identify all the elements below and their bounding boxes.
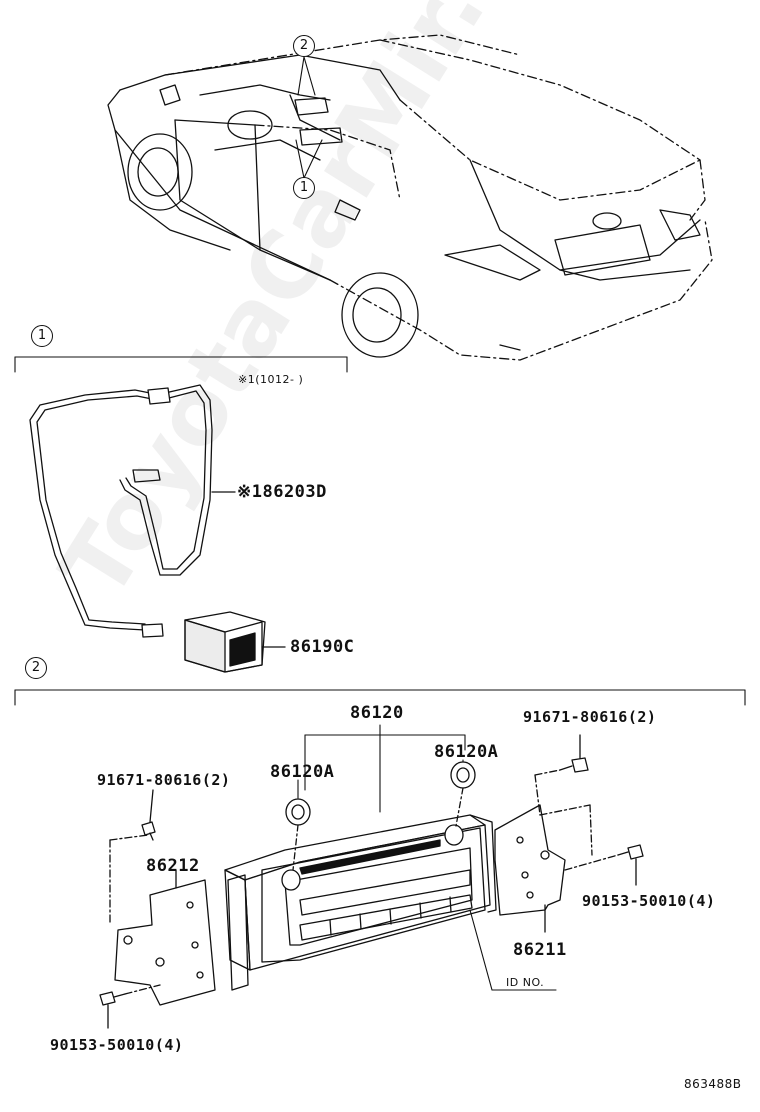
knob-caps [285, 761, 476, 871]
part-label-bracket-left: 86212 [146, 856, 200, 876]
switch-86190c [184, 611, 286, 673]
bracket-86212 [114, 869, 216, 1006]
id-label-leader [469, 909, 557, 991]
car-outline [107, 34, 713, 361]
part-label-bolt-right: 90153-50010(4) [582, 892, 716, 910]
radio-leader [304, 724, 466, 813]
part-label-bracket-right: 86211 [513, 940, 567, 960]
screw-left [109, 789, 156, 926]
part-label-knob-left: 86120A [270, 762, 335, 782]
bracket-86211 [494, 804, 566, 933]
part-label-switch: 86190C [290, 637, 355, 657]
section2-marker: 2 [25, 657, 47, 679]
section1-marker: 1 [31, 325, 53, 347]
figure-number: 863488B [684, 1077, 742, 1091]
callout-1-car: 1 [293, 177, 315, 199]
part-label-radio-assy: 86120 [350, 703, 404, 723]
callout-leaders [295, 56, 323, 179]
callout-2-car: 2 [293, 35, 315, 57]
wire-harness [29, 384, 236, 638]
id-number-label: ID NO. [506, 976, 545, 989]
section1-frame [14, 356, 348, 373]
section1-note: ※1(1012- ) [238, 373, 304, 386]
part-label-screw-left: 91671-80616(2) [97, 771, 231, 789]
radio-receiver [224, 814, 497, 991]
section2-frame [14, 689, 746, 706]
screw-right [534, 734, 589, 816]
part-label-bolt-left: 90153-50010(4) [50, 1036, 184, 1054]
part-label-knob-right: 86120A [434, 742, 499, 762]
part-label-screw-right: 91671-80616(2) [523, 708, 657, 726]
knob-leaders [297, 759, 464, 799]
part-label-wire-harness: ※186203D [237, 482, 327, 502]
bolt-right [539, 804, 644, 886]
bolt-left [99, 984, 161, 1029]
